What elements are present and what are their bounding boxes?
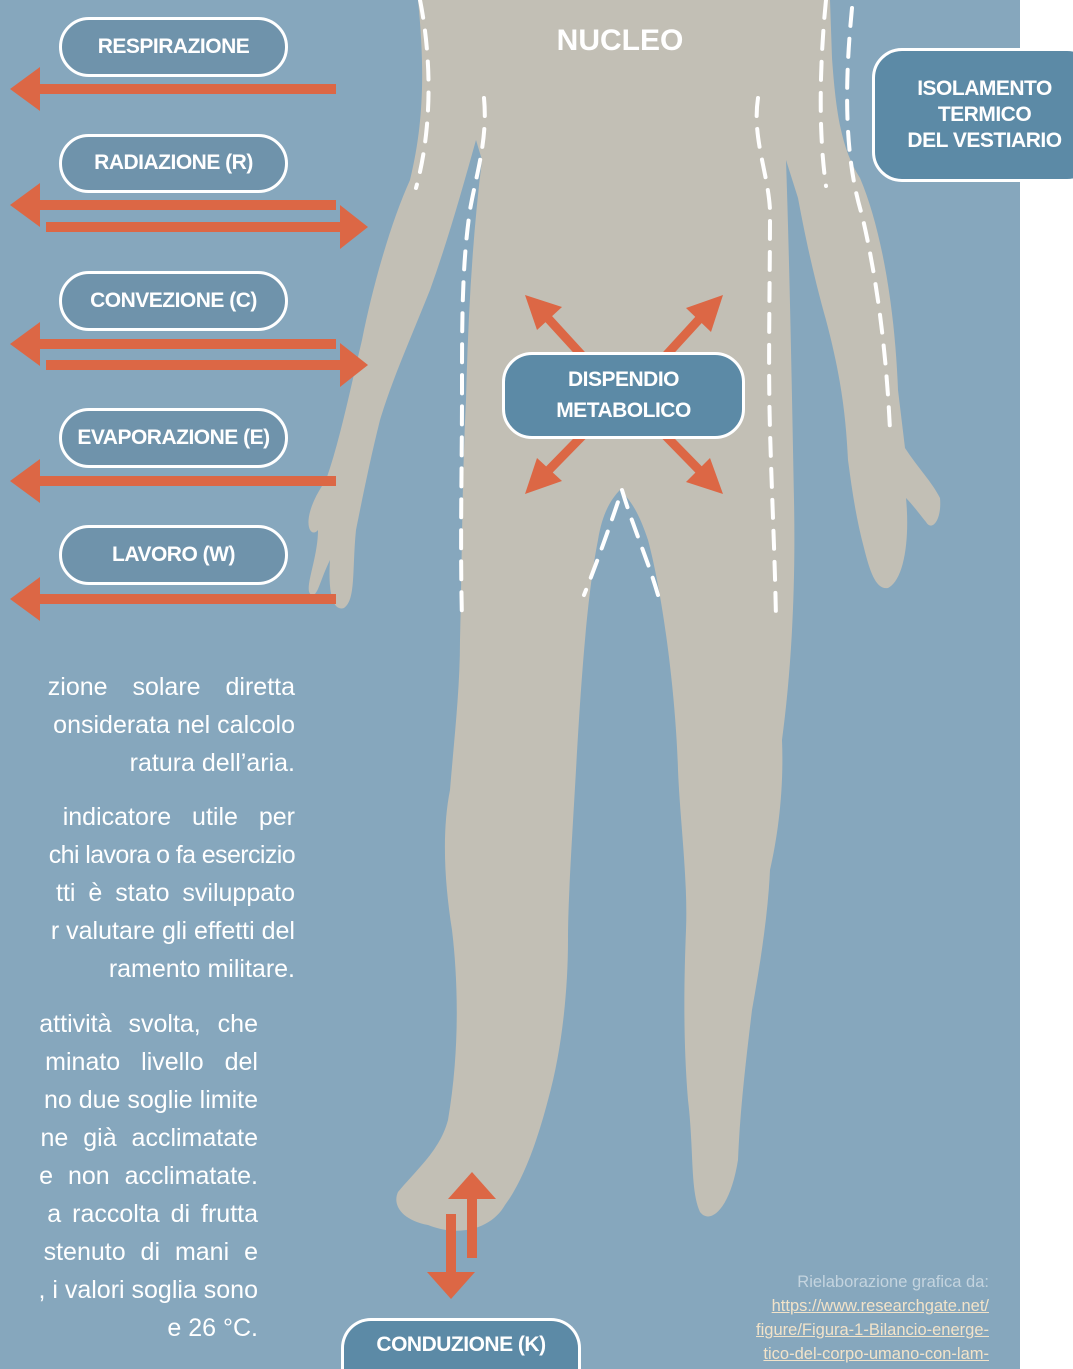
metabolic-line-2: METABOLICO	[556, 396, 691, 426]
source-credit: Rielaborazione grafica da: https://www.r…	[756, 1270, 989, 1366]
body-text-paragraph-2: indicatore utile per chi lavora o fa ese…	[49, 798, 295, 988]
source-link-line-3[interactable]: tico-del-corpo-umano-con-lam-	[756, 1342, 989, 1366]
text-line: , i valori soglia sono	[38, 1271, 258, 1309]
clothing-insulation-label: ISOLAMENTO TERMICO DEL VESTIARIO	[872, 48, 1073, 182]
source-link-line-1[interactable]: https://www.researchgate.net/	[756, 1294, 989, 1318]
respiration-label: RESPIRAZIONE	[59, 17, 288, 77]
radiation-arrow-in	[46, 205, 368, 249]
text-line: e non acclimatate.	[38, 1157, 258, 1195]
conduction-label: CONDUZIONE (K)	[341, 1318, 581, 1369]
work-label: LAVORO (W)	[59, 525, 288, 585]
text-line: e 26 °C.	[38, 1309, 258, 1347]
text-line: ramento militare.	[49, 950, 295, 988]
text-line: ratura dell’aria.	[48, 744, 295, 782]
convection-arrow-in	[46, 343, 368, 387]
body-text-paragraph-3: attività svolta, che minato livello del …	[38, 1005, 258, 1347]
text-line: tti è stato sviluppato	[49, 874, 295, 912]
source-link-line-2[interactable]: figure/Figura-1-Bilancio-energe-	[756, 1318, 989, 1342]
text-line: onsiderata nel calcolo	[48, 706, 295, 744]
clothing-insulation-line-3: DEL VESTIARIO	[907, 128, 1061, 154]
text-line: chi lavora o fa esercizio	[49, 836, 295, 874]
text-line: stenuto di mani e	[38, 1233, 258, 1271]
convection-label: CONVEZIONE (C)	[59, 271, 288, 331]
body-text-paragraph-1: zione solare diretta onsiderata nel calc…	[48, 668, 295, 782]
evaporation-label: EVAPORAZIONE (E)	[59, 408, 288, 468]
metabolic-line-1: DISPENDIO	[568, 365, 679, 395]
metabolic-expenditure-label: DISPENDIO METABOLICO	[502, 352, 745, 439]
text-line: minato livello del	[38, 1043, 258, 1081]
text-line: no due soglie limite	[38, 1081, 258, 1119]
text-line: indicatore utile per	[49, 798, 295, 836]
human-body-silhouette	[308, 0, 940, 1231]
core-label: NUCLEO	[540, 24, 700, 58]
clothing-insulation-line-2: TERMICO	[938, 102, 1031, 128]
clothing-insulation-line-1: ISOLAMENTO	[917, 76, 1052, 102]
radiation-label: RADIAZIONE (R)	[59, 134, 288, 193]
text-line: r valutare gli effetti del	[49, 912, 295, 950]
text-line: zione solare diretta	[48, 668, 295, 706]
text-line: ne già acclimatate	[38, 1119, 258, 1157]
text-line: attività svolta, che	[38, 1005, 258, 1043]
text-line: a raccolta di frutta	[38, 1195, 258, 1233]
credit-label: Rielaborazione grafica da:	[756, 1270, 989, 1294]
